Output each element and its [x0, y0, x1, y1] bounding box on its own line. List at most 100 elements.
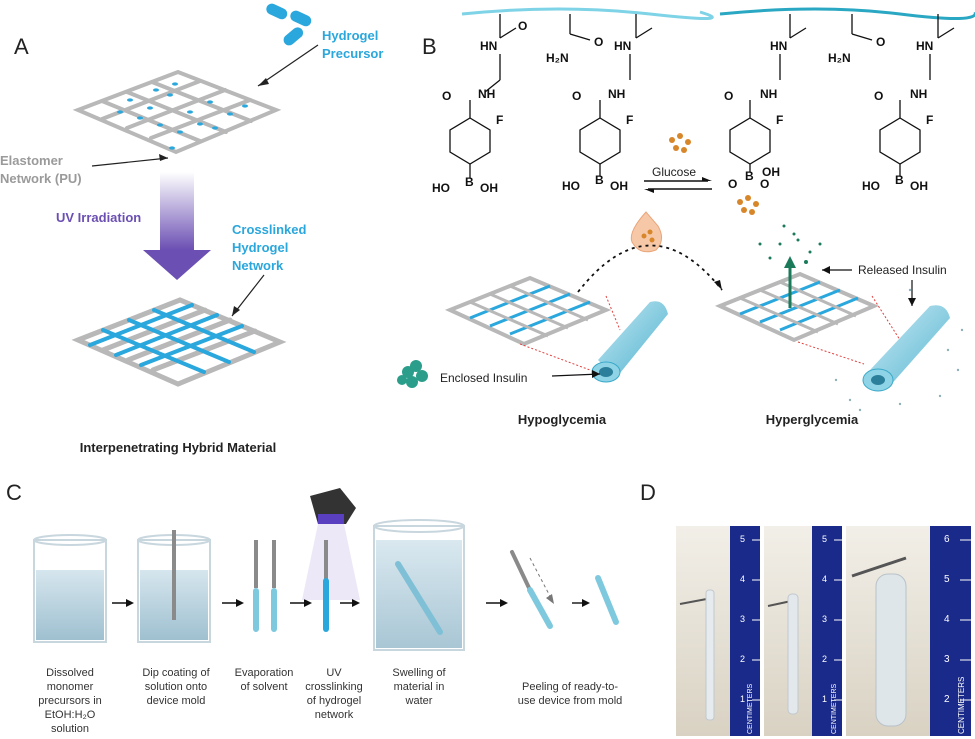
hyperglycemia-mesh: [714, 271, 880, 343]
hydrogel-precursor-label-2: Precursor: [322, 46, 383, 61]
chem-b-2: B: [595, 173, 604, 187]
ruler-label-2: CENTIMETERS: [831, 684, 838, 735]
beaker-solution: [33, 534, 107, 643]
chem-ho-2: HO: [562, 179, 580, 193]
panel-a-label: A: [14, 34, 29, 59]
svg-text:EtOH:H₂O: EtOH:H₂O: [45, 709, 96, 721]
elastomer-network-label-1: Elastomer: [0, 153, 63, 168]
chem-o-1: O: [518, 19, 527, 33]
chem-hn-4: HN: [916, 39, 933, 53]
svg-text:solution onto: solution onto: [145, 681, 207, 693]
svg-text:crosslinking: crosslinking: [305, 681, 362, 693]
peeling-rod: [510, 550, 554, 629]
chem-oh-2: OH: [610, 179, 628, 193]
chem-b-4: B: [895, 173, 904, 187]
step-caption-4: UV crosslinking of hydrogel network: [305, 667, 362, 721]
svg-text:3: 3: [822, 614, 827, 624]
chem-hn-2: HN: [614, 39, 631, 53]
svg-text:4: 4: [822, 574, 827, 584]
chem-b-1: B: [465, 175, 474, 189]
ruler-label-1: CENTIMETERS: [747, 684, 754, 735]
svg-text:monomer: monomer: [47, 681, 94, 693]
chem-h2n-1: H₂N: [546, 51, 569, 65]
uv-lamp-icon: [302, 488, 360, 600]
chem-nh-4: NH: [910, 87, 927, 101]
svg-text:2: 2: [944, 694, 950, 705]
svg-text:of solvent: of solvent: [240, 681, 287, 693]
pba-glucose-complex: [729, 14, 807, 172]
hypoglycemia-mesh: [444, 275, 612, 347]
svg-text:Evaporation: Evaporation: [235, 667, 294, 679]
chem-f-4: F: [926, 113, 933, 127]
chem-o-2: O: [442, 89, 451, 103]
chem-hn-3: HN: [770, 39, 787, 53]
chem-ho-1: HO: [432, 181, 450, 195]
released-insulin-particles: [758, 224, 822, 264]
svg-text:2: 2: [740, 654, 745, 664]
crosslinked-hybrid-grid: [71, 297, 287, 387]
chem-nh-3: NH: [760, 87, 777, 101]
coated-mold-rods: [253, 540, 277, 632]
svg-text:network: network: [315, 709, 354, 721]
photo-1: [676, 526, 760, 736]
hydrogel-precursor-label-1: Hydrogel: [322, 28, 378, 43]
uv-crosslinked-rod: [323, 540, 329, 632]
chem-f-1: F: [496, 113, 503, 127]
hypoglycemia-tube: [591, 301, 668, 383]
step-caption-3: Evaporation of solvent: [235, 667, 294, 693]
chem-o-3: O: [594, 35, 603, 49]
step-caption-2: Dip coating of solution onto device mold: [142, 667, 210, 707]
ruler-markings: [752, 539, 971, 701]
chem-o-4: O: [572, 89, 581, 103]
glucose-molecule-icon: [669, 133, 691, 153]
transition-dotted-arrow: [577, 244, 723, 293]
chem-f-3: F: [776, 113, 783, 127]
polymer-backbone-left: [461, 7, 714, 21]
svg-text:material in: material in: [394, 681, 445, 693]
svg-text:Dissolved: Dissolved: [46, 667, 94, 679]
polymer-backbone-right: [719, 7, 975, 20]
chem-oh-1: OH: [480, 181, 498, 195]
hydrogel-precursor-icon: [266, 3, 312, 46]
svg-text:Swelling of: Swelling of: [392, 667, 446, 679]
pba-monomer-3: [879, 14, 955, 176]
svg-text:UV: UV: [326, 667, 342, 679]
svg-text:Dip coating of: Dip coating of: [142, 667, 210, 679]
svg-text:use device from mold: use device from mold: [518, 695, 623, 707]
svg-text:Peeling of ready-to-: Peeling of ready-to-: [522, 681, 618, 693]
ruler-label-3: CENTIMETERS: [957, 677, 966, 734]
beaker-dip-coating: [137, 530, 211, 643]
svg-text:2: 2: [822, 654, 827, 664]
chem-ho-3: HO: [862, 179, 880, 193]
final-device: [595, 575, 619, 625]
panel-d-label: D: [640, 480, 656, 505]
svg-text:1: 1: [822, 694, 827, 704]
svg-text:1: 1: [740, 694, 745, 704]
panel-c-label: C: [6, 480, 22, 505]
enclosed-insulin-icon: [397, 360, 428, 388]
svg-text:water: water: [405, 695, 433, 707]
svg-text:5: 5: [740, 534, 745, 544]
photo-2: [764, 526, 842, 736]
acrylamide-unit-2: [851, 14, 873, 41]
acrylamide-unit-1: [569, 14, 591, 41]
glucose-drop-icon: [630, 211, 662, 253]
svg-text:precursors in: precursors in: [38, 695, 102, 707]
hyperglycemia-tube: [862, 305, 950, 392]
pba-monomer-2: [579, 14, 653, 176]
elastomer-network-label-2: Network (PU): [0, 171, 82, 186]
chem-oh-3: OH: [762, 165, 780, 179]
chem-nh-1: NH: [478, 87, 495, 101]
svg-text:5: 5: [944, 574, 950, 585]
svg-text:6: 6: [944, 534, 950, 545]
svg-text:4: 4: [944, 614, 950, 625]
hypoglycemia-label: Hypoglycemia: [518, 412, 607, 427]
pba-monomer-1: [449, 14, 517, 178]
chem-nh-2: NH: [608, 87, 625, 101]
bound-glucose-icon: [737, 195, 759, 215]
step-caption-1: Dissolved monomer precursors in EtOH:H₂O…: [38, 667, 102, 735]
svg-text:3: 3: [944, 654, 950, 665]
released-insulin-label: Released Insulin: [858, 263, 947, 277]
ruler-numbers-3: 2 3 4 5 6: [944, 534, 950, 705]
chem-o-6: O: [728, 177, 737, 191]
